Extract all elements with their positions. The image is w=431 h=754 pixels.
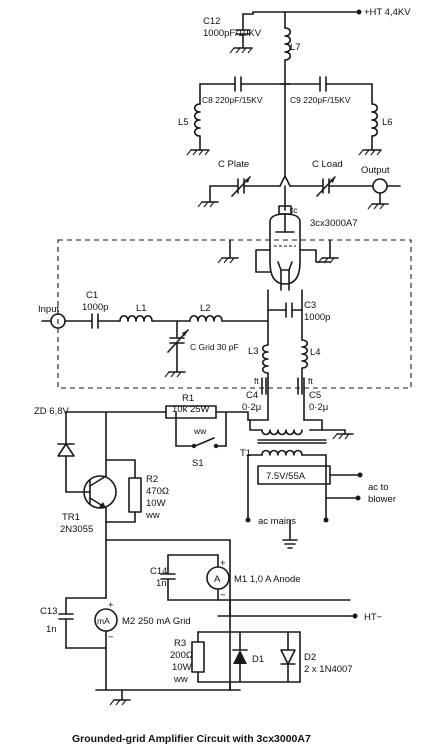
label-c13-name: C13 <box>40 606 57 617</box>
label-ac-blower-2: blower <box>368 494 396 505</box>
label-c1-name: C1 <box>86 290 98 301</box>
label-r2-name: R2 <box>146 474 158 485</box>
figure-caption: Grounded-grid Amplifier Circuit with 3cx… <box>72 733 311 745</box>
bias-regulator <box>57 405 251 541</box>
label-s1: S1 <box>192 458 204 469</box>
box-grounds <box>217 239 339 273</box>
input-network <box>41 289 309 421</box>
label-t1-rating: 7.5V/55A <box>266 471 306 482</box>
label-plus1: + <box>220 558 226 569</box>
label-output: Output <box>361 165 390 176</box>
label-ht-pos: +HT 4,4KV <box>364 7 411 18</box>
label-l7: L7 <box>290 42 301 53</box>
label-r3-name: R3 <box>174 638 186 649</box>
label-d2: D2 <box>304 652 316 663</box>
label-l2: L2 <box>200 303 211 314</box>
tube-3cx3000a7 <box>269 213 301 291</box>
label-c-grid: C Grid 30 pF <box>190 342 239 352</box>
label-r3-ww: ww <box>173 674 188 685</box>
label-r1-val: 10k 25W <box>172 404 210 415</box>
label-ht-neg: HT− <box>364 612 383 623</box>
label-t1: T1 <box>240 448 251 459</box>
label-c3-name: C3 <box>304 300 316 311</box>
label-c-plate: C Plate <box>218 159 249 170</box>
label-plus2: + <box>108 600 114 611</box>
label-diodes: 2 x 1N4007 <box>304 664 353 675</box>
label-c5-val: 0·2μ <box>309 402 328 413</box>
label-c3-val: 1000p <box>304 312 330 323</box>
label-r2-val: 470Ω <box>146 486 169 497</box>
label-ft1: ft <box>254 376 259 386</box>
label-c4-name: C4 <box>246 390 258 401</box>
label-m2-sym: mA <box>97 616 110 626</box>
label-tr1-part: 2N3055 <box>60 524 93 535</box>
label-l5: L5 <box>178 117 189 128</box>
label-input: Input <box>38 304 59 315</box>
label-m2: M2 250 mA Grid <box>122 616 191 627</box>
label-l3: L3 <box>248 346 259 357</box>
label-c14-val: 1n <box>156 578 167 589</box>
label-m1: M1 1,0 A Anode <box>234 574 301 585</box>
label-l4: L4 <box>310 347 321 358</box>
label-l6: L6 <box>382 117 393 128</box>
label-ft2: ft <box>308 376 313 386</box>
label-r3-w: 10W <box>172 662 192 673</box>
label-m1-sym: A <box>214 574 221 585</box>
label-ww1: ww <box>193 426 207 436</box>
filament-transformer <box>245 419 363 549</box>
label-tube-pin: tc <box>291 205 298 215</box>
label-r2-ww: ww <box>145 510 160 521</box>
label-c9: C9 220pF/15KV <box>290 95 351 105</box>
label-ac-mains: ac mains <box>258 516 296 527</box>
label-ac-blower-1: ac to <box>368 482 389 493</box>
label-d1: D1 <box>252 654 264 665</box>
label-r1-name: R1 <box>182 393 194 404</box>
label-minus2: − <box>108 632 114 643</box>
label-minus1: − <box>220 590 226 601</box>
label-zd: ZD 6,8V <box>34 406 70 417</box>
label-c8: C8 220pF/15KV <box>202 95 263 105</box>
label-tube: 3cx3000A7 <box>310 218 358 229</box>
ht-supply-wiring <box>186 9 401 215</box>
label-c14-name: C14 <box>150 566 167 577</box>
label-c12-val: 1000pF/10KV <box>203 28 262 39</box>
label-l1: L1 <box>136 303 147 314</box>
label-c12-name: C12 <box>203 16 220 27</box>
label-c-load: C Load <box>312 159 343 170</box>
label-c13-val: 1n <box>46 624 57 635</box>
input-compartment-box <box>57 239 412 389</box>
label-c4-val: 0·2μ <box>242 402 261 413</box>
label-c1-val: 1000p <box>82 302 108 313</box>
metering-section <box>58 539 358 706</box>
label-c5-name: C5 <box>309 390 321 401</box>
label-r3-val: 200Ω <box>170 650 193 661</box>
label-tr1-name: TR1 <box>62 512 80 523</box>
label-r2-w: 10W <box>146 498 166 509</box>
